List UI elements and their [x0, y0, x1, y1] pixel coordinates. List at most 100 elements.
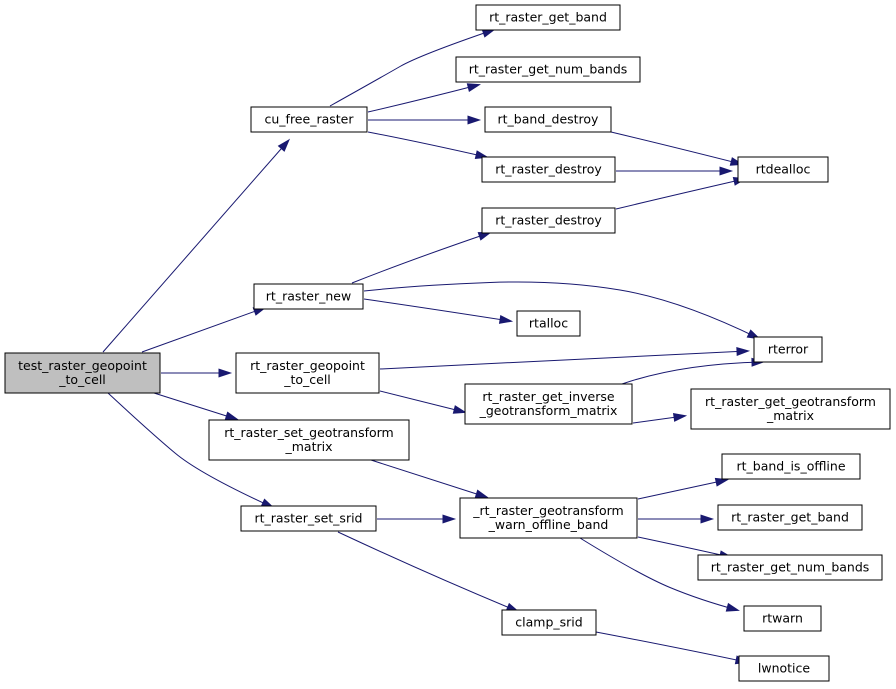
arrowhead-icon: [277, 138, 291, 152]
edge-rt-raster-set-srid-to-clamp-srid: [337, 531, 520, 613]
node-label: test_raster_geopoint: [18, 358, 147, 373]
node-box: [464, 383, 633, 425]
node-rt-raster-destroy-1[interactable]: rt_raster_destroy: [481, 156, 616, 183]
edge-line: [367, 84, 479, 113]
node-box: [253, 283, 364, 310]
node-box: [250, 106, 368, 133]
node-rt-raster-geotransform-warn-offline-band[interactable]: _rt_raster_geotransform_warn_offline_ban…: [459, 497, 638, 539]
node-label: rt_raster_get_band: [731, 510, 849, 525]
arrowhead-icon: [477, 231, 492, 241]
node-label: _to_cell: [283, 372, 331, 387]
edge-line: [367, 131, 487, 158]
edge-line: [595, 631, 747, 663]
edge-test-raster-geopoint-to-cell-to-rt-raster-geopoint-to-cell: [161, 368, 233, 378]
node-rt-raster-get-geotransform-matrix[interactable]: rt_raster_get_geotransform_matrix: [690, 388, 891, 430]
node-label: _matrix: [766, 408, 814, 423]
node-rtdealloc[interactable]: rtdealloc: [737, 156, 829, 183]
node-rt-raster-get-num-bands-2[interactable]: rt_raster_get_num_bands: [697, 554, 883, 581]
edges-layer: [102, 28, 766, 665]
node-label: rterror: [768, 342, 809, 357]
node-clamp-srid[interactable]: clamp_srid: [501, 609, 597, 636]
arrowhead-icon: [672, 412, 688, 422]
node-label: rtwarn: [762, 611, 803, 626]
arrowhead-icon: [452, 405, 468, 414]
node-rt-raster-geopoint-to-cell[interactable]: rt_raster_geopoint_to_cell: [235, 352, 380, 394]
node-label: rt_raster_get_geotransform: [705, 394, 876, 409]
arrowhead-icon: [474, 489, 489, 499]
edge-line: [637, 536, 731, 558]
edge-rt-raster-set-srid-to-rt-raster-geotransform-warn-offline-band: [377, 514, 457, 524]
node-label: rt_raster_set_srid: [255, 511, 363, 526]
edge-line: [351, 232, 490, 284]
node-label: _warn_offline_band: [488, 517, 609, 532]
node-label: rt_raster_destroy: [495, 213, 602, 228]
node-rt-raster-get-inverse-geotransform-matrix[interactable]: rt_raster_get_inverse_geotransform_matri…: [464, 383, 633, 425]
edge-line: [141, 307, 265, 353]
node-box: [501, 609, 597, 636]
node-rtwarn[interactable]: rtwarn: [743, 605, 822, 632]
node-rt-raster-set-srid[interactable]: rt_raster_set_srid: [240, 505, 377, 532]
node-rt-raster-new[interactable]: rt_raster_new: [253, 283, 364, 310]
node-rt-raster-get-band-2[interactable]: rt_raster_get_band: [717, 504, 863, 531]
node-label: rtdealloc: [756, 162, 811, 177]
edge-rt-raster-destroy-2-to-rtdealloc: [615, 176, 748, 210]
node-rt-raster-get-band-1[interactable]: rt_raster_get_band: [475, 4, 621, 31]
edge-rt-raster-get-inverse-geotransform-matrix-to-rt-raster-get-geotransform-matrix: [632, 412, 688, 424]
edge-rt-raster-set-geotransform-matrix-to-rt-raster-geotransform-warn-offline-band: [370, 459, 489, 499]
edge-line: [102, 140, 289, 353]
node-label: rt_raster_get_num_bands: [711, 560, 870, 575]
node-label: rt_raster_destroy: [495, 162, 602, 177]
edge-rt-raster-geotransform-warn-offline-band-to-rtwarn: [579, 537, 740, 612]
edge-line: [637, 479, 727, 500]
node-label: lwnotice: [758, 661, 811, 676]
edge-rt-raster-geopoint-to-cell-to-rterror: [379, 346, 751, 370]
arrowhead-icon: [224, 411, 239, 421]
node-label: rt_raster_set_geotransform: [224, 425, 394, 440]
node-box: [516, 310, 581, 337]
arrowhead-icon: [700, 514, 715, 524]
edge-line: [363, 298, 511, 322]
node-box: [455, 56, 641, 83]
node-cu-free-raster[interactable]: cu_free_raster: [250, 106, 368, 133]
node-box: [208, 419, 410, 461]
edge-line: [370, 459, 487, 498]
edge-test-raster-geopoint-to-cell-to-cu-free-raster: [102, 138, 291, 353]
node-rt-band-is-offline[interactable]: rt_band_is_offline: [721, 453, 861, 480]
arrowhead-icon: [719, 166, 734, 176]
edge-rt-raster-geotransform-warn-offline-band-to-rt-band-is-offline: [637, 477, 730, 500]
node-rt-raster-set-geotransform-matrix[interactable]: rt_raster_set_geotransform_matrix: [208, 419, 410, 461]
node-box: [697, 554, 883, 581]
node-label: _matrix: [285, 439, 333, 454]
node-label: rt_raster_get_band: [489, 10, 607, 25]
edge-line: [610, 131, 742, 165]
node-label: rt_raster_get_num_bands: [469, 62, 628, 77]
edge-rt-raster-geopoint-to-cell-to-rt-raster-get-inverse-geotransform-matrix: [379, 390, 468, 414]
edge-rt-band-destroy-to-rtdealloc: [610, 131, 744, 166]
node-rtalloc[interactable]: rtalloc: [516, 310, 581, 337]
nodes-layer: test_raster_geopoint_to_cellcu_free_rast…: [4, 4, 891, 682]
edge-cu-free-raster-to-rt-raster-destroy-1: [367, 131, 490, 160]
edge-rt-raster-new-to-rtalloc: [363, 298, 514, 324]
arrowhead-icon: [736, 346, 751, 356]
node-box: [459, 497, 638, 539]
node-box: [481, 207, 616, 234]
node-rt-raster-destroy-2[interactable]: rt_raster_destroy: [481, 207, 616, 234]
edge-line: [363, 281, 759, 339]
node-rt-band-destroy[interactable]: rt_band_destroy: [484, 106, 612, 133]
node-box: [721, 453, 861, 480]
node-box: [4, 352, 161, 394]
node-label: _to_cell: [58, 372, 106, 387]
node-label: rt_raster_geopoint: [250, 358, 365, 373]
node-label: rt_raster_new: [266, 289, 351, 304]
node-lwnotice[interactable]: lwnotice: [738, 655, 830, 682]
node-box: [690, 388, 891, 430]
node-box: [738, 655, 830, 682]
node-box: [753, 336, 823, 363]
edge-line: [379, 390, 465, 413]
node-test-raster-geopoint-to-cell[interactable]: test_raster_geopoint_to_cell: [4, 352, 161, 394]
edge-cu-free-raster-to-rt-raster-get-num-bands-1: [367, 83, 481, 113]
node-label: clamp_srid: [515, 615, 582, 630]
edge-line: [107, 392, 273, 508]
node-rt-raster-get-num-bands-1[interactable]: rt_raster_get_num_bands: [455, 56, 641, 83]
node-rterror[interactable]: rterror: [753, 336, 823, 363]
